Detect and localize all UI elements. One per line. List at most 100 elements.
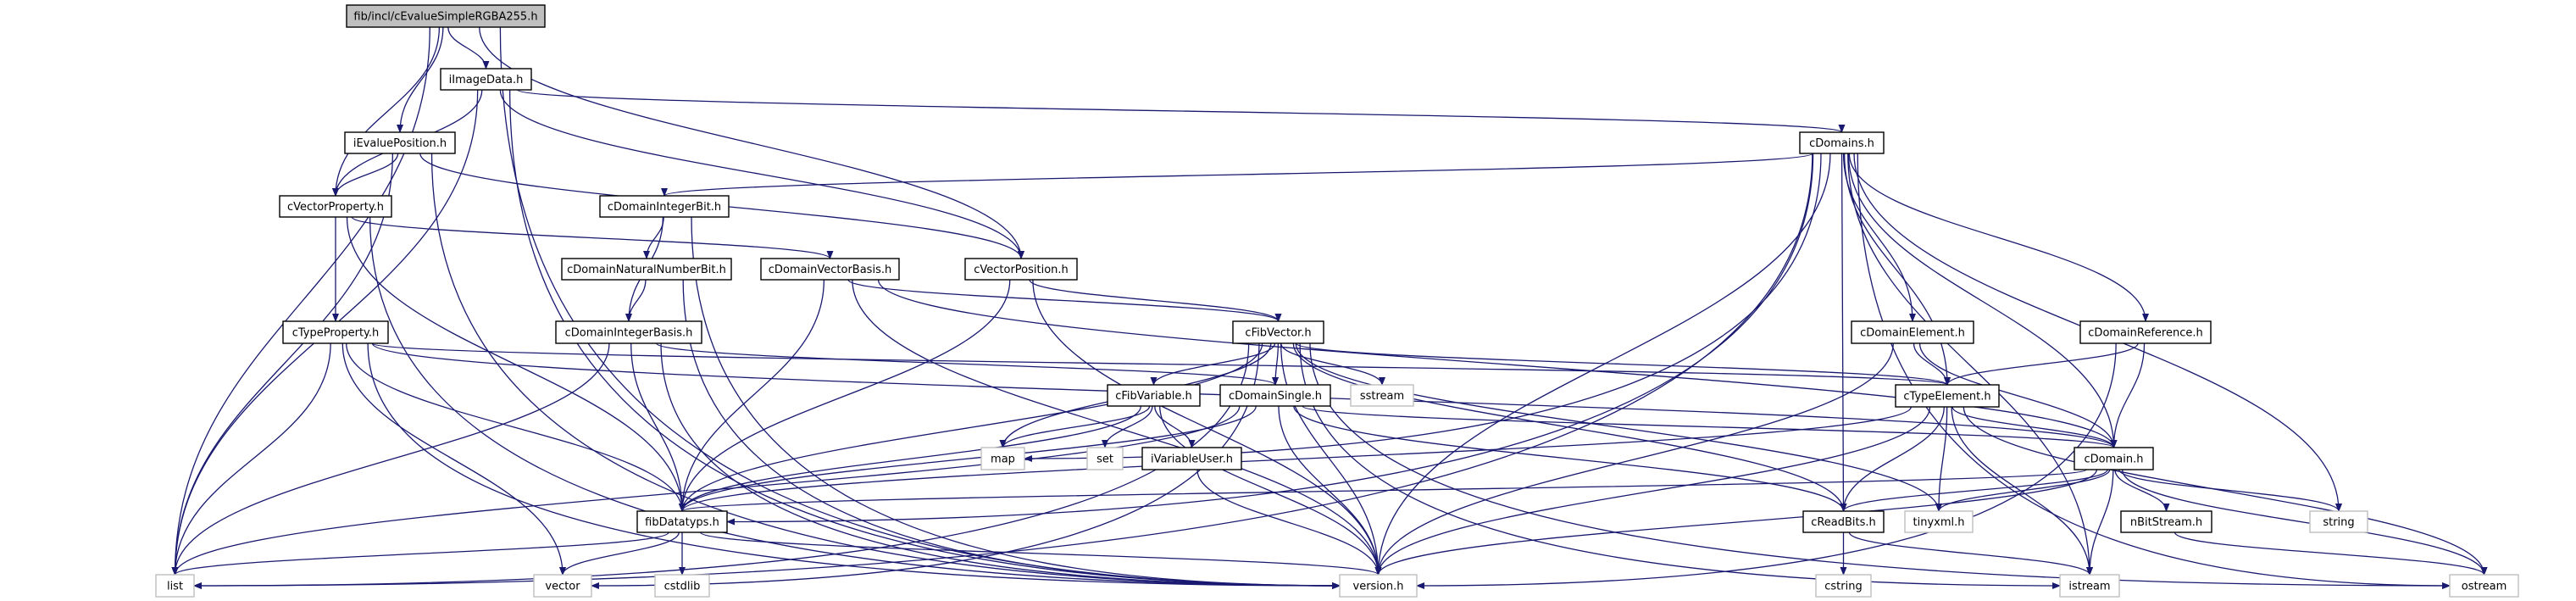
node-cDomainElement[interactable]: cDomainElement.h	[1851, 320, 1974, 344]
node-cTypeElement[interactable]: cTypeElement.h	[1895, 384, 2000, 408]
node-cDomain[interactable]: cDomain.h	[2074, 447, 2154, 470]
node-box	[1219, 384, 1331, 407]
edge-cTypeElement-to-version	[1374, 406, 1931, 576]
node-label: cVectorProperty.h	[287, 201, 384, 214]
node-cDomains[interactable]: cDomains.h	[1799, 131, 1885, 154]
edge-root-to-cVectorProperty	[332, 26, 441, 197]
node-list: list	[155, 574, 195, 598]
node-cTypeProperty[interactable]: cTypeProperty.h	[282, 320, 389, 344]
node-cFibVariable[interactable]: cFibVariable.h	[1107, 384, 1201, 407]
node-cVectorProperty[interactable]: cVectorProperty.h	[279, 195, 392, 218]
node-box	[1350, 384, 1414, 407]
node-box	[964, 258, 1078, 281]
node-label: set	[1096, 454, 1113, 466]
node-cDomainIntegerBasis[interactable]: cDomainIntegerBasis.h	[555, 320, 702, 344]
node-box	[533, 574, 592, 598]
edge-cTypeProperty-to-list	[171, 342, 331, 576]
edge-fibDatatyps-to-list	[171, 531, 669, 576]
node-cDomainIntegerBit[interactable]: cDomainIntegerBit.h	[599, 195, 730, 218]
edge-cDomainNaturalNumberBit-to-cDomainIntegerBasis	[625, 279, 647, 322]
edge-cFibVector-to-cReadBits	[1292, 342, 1847, 512]
nodes-layer: fib/incl/cEvalueSimpleRGBA255.h iImageDat…	[155, 4, 2519, 598]
node-box	[2309, 510, 2368, 533]
edge-iEvaluePosition-to-list	[171, 153, 394, 576]
node-label: cDomainIntegerBit.h	[608, 201, 721, 214]
node-iEvaluePosition[interactable]: iEvaluePosition.h	[344, 131, 456, 154]
node-label: cDomainNaturalNumberBit.h	[567, 264, 726, 276]
edge-cDomains-to-cDomainIntegerBit	[661, 153, 1813, 197]
edge-cTypeElement-to-cDomain	[1951, 406, 2118, 448]
node-cVectorPosition[interactable]: cVectorPosition.h	[964, 258, 1078, 281]
edge-iEvaluePosition-to-cVectorProperty	[332, 153, 399, 197]
node-ostream: ostream	[2449, 574, 2519, 598]
edge-root-to-iEvaluePosition	[397, 26, 444, 133]
node-box	[155, 574, 195, 598]
edge-cTypeElement-to-tinyxml	[1935, 406, 1948, 512]
root-file-node[interactable]: fib/incl/cEvalueSimpleRGBA255.h	[346, 4, 546, 28]
edge-fibDatatyps-to-version	[700, 531, 1382, 576]
edge-cDomainSingle-to-version	[1278, 405, 1382, 576]
node-box	[344, 131, 456, 154]
node-label: cTypeElement.h	[1903, 391, 1990, 403]
edge-cDomain-to-nBitStream	[2114, 469, 2170, 512]
edge-cDomainIntegerBit-to-version	[691, 216, 1341, 589]
edge-cVectorPosition-to-version	[1032, 279, 1382, 576]
edge-cDomainVectorBasis-to-cFibVector	[847, 279, 1282, 322]
node-label: cTypeProperty.h	[292, 327, 380, 340]
edge-cDomainSingle-to-list	[171, 405, 1241, 576]
edge-cDomainElement-to-version	[1374, 342, 1894, 576]
node-box	[1851, 320, 1974, 344]
edge-cDomainIntegerBasis-to-list	[171, 342, 610, 576]
edge-cReadBits-to-istream	[1848, 531, 2093, 576]
edge-cFibVector-to-sstream	[1280, 342, 1385, 386]
edge-cDomains-to-ostream	[1857, 153, 2451, 589]
node-iVariableUser[interactable]: iVariableUser.h	[1141, 447, 1242, 470]
node-box	[1904, 510, 1974, 533]
node-cDomainSingle[interactable]: cDomainSingle.h	[1219, 384, 1331, 407]
edge-cFibVector-to-tinyxml	[1295, 342, 1942, 512]
edge-root-to-iImageData	[447, 26, 490, 70]
edge-cDomainReference-to-cDomain	[2110, 342, 2146, 448]
node-box	[636, 510, 728, 533]
node-label: cFibVariable.h	[1115, 390, 1192, 403]
node-fibDatatyps[interactable]: fibDatatyps.h	[636, 510, 728, 533]
edge-cDomainIntegerBasis-to-version	[660, 342, 1341, 589]
node-label: fib/incl/cEvalueSimpleRGBA255.h	[353, 11, 537, 24]
node-label: cFibVector.h	[1245, 327, 1311, 340]
node-label: nBitStream.h	[2130, 516, 2202, 529]
node-cDomainReference[interactable]: cDomainReference.h	[2079, 320, 2212, 344]
edge-cTypeElement-to-ostream	[1963, 406, 2488, 576]
node-label: fibDatatyps.h	[645, 516, 719, 529]
edge-cDomains-to-cReadBits	[1840, 153, 1847, 512]
edge-cFibVector-to-version	[1280, 342, 1382, 576]
edge-cDomainIntegerBasis-to-fibDatatyps	[630, 342, 686, 512]
edge-iVariableUser-to-version	[1196, 469, 1382, 576]
node-box	[1802, 510, 1885, 533]
node-box	[279, 195, 392, 218]
node-box	[1339, 574, 1418, 598]
node-cDomainNaturalNumberBit[interactable]: cDomainNaturalNumberBit.h	[561, 258, 732, 281]
node-box	[346, 4, 546, 28]
edge-cVectorProperty-to-fibDatatyps	[346, 216, 686, 512]
node-cReadBits[interactable]: cReadBits.h	[1802, 510, 1885, 533]
node-box	[2120, 510, 2212, 533]
edge-iImageData-to-cVectorPosition	[499, 89, 1024, 259]
edge-cFibVector-to-fibDatatyps	[679, 342, 1263, 512]
node-cFibVector[interactable]: cFibVector.h	[1232, 320, 1324, 344]
edge-cFibVariable-to-set	[1102, 405, 1153, 448]
node-cstdlib: cstdlib	[654, 574, 710, 598]
edge-cFibVector-to-cTypeElement	[1295, 342, 1951, 386]
node-cDomainVectorBasis[interactable]: cDomainVectorBasis.h	[760, 258, 900, 281]
node-version: version.h	[1339, 574, 1418, 598]
edge-cDomains-to-version	[1374, 153, 1831, 576]
edge-cDomainSingle-to-cDomain	[1302, 405, 2118, 448]
edge-cTypeElement-to-cReadBits	[1840, 406, 1945, 512]
node-box	[1107, 384, 1201, 407]
edge-cDomain-to-version	[1374, 469, 2097, 576]
node-label: string	[2323, 516, 2354, 529]
edge-cDomainElement-to-cDomain	[1918, 342, 2118, 448]
node-iImageData[interactable]: iImageData.h	[440, 68, 532, 91]
edge-cDomainSingle-to-fibDatatyps	[679, 405, 1257, 512]
node-nBitStream[interactable]: nBitStream.h	[2120, 510, 2212, 533]
node-box	[1895, 384, 2000, 408]
